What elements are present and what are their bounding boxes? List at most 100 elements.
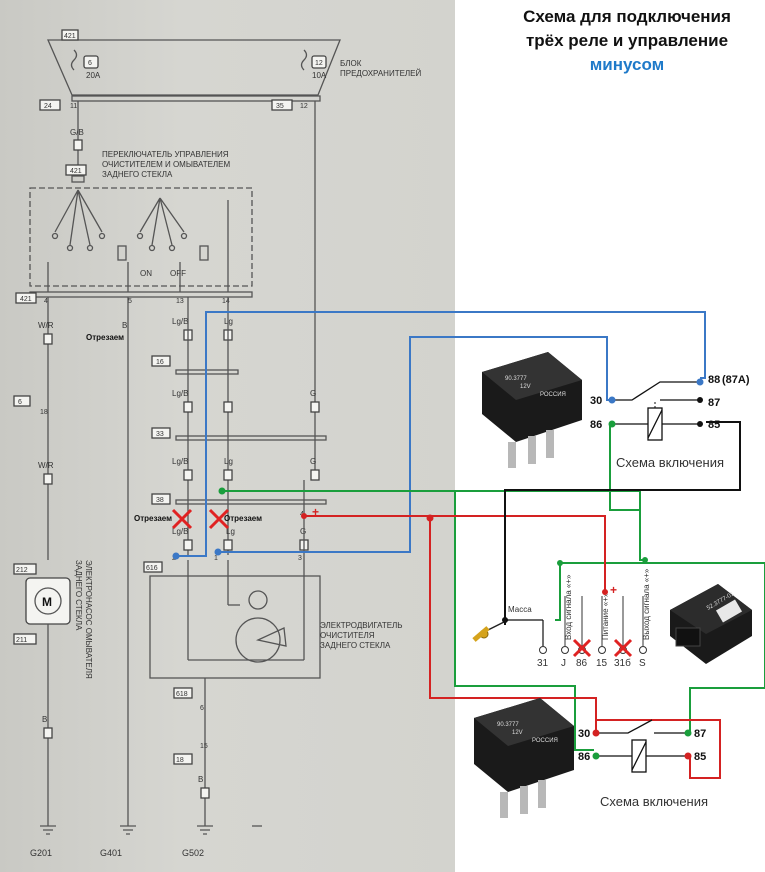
title-block: Схема для подключения трёх реле и управл…	[523, 7, 731, 74]
switch-label-3: ЗАДНЕГО СТЕКЛА	[102, 170, 173, 179]
connector-35: 35	[276, 103, 284, 110]
wire-lgb-label-4: Lg/B	[172, 527, 188, 536]
bottom-relay-photo: 90.3777 12V РОССИЯ	[474, 698, 574, 818]
cut-marks: Отрезаем Отрезаем Отрезаем +	[86, 333, 319, 530]
connector-6: 6	[18, 399, 22, 406]
pin-14: 14	[222, 298, 230, 305]
top-relay-pin88: 88	[708, 374, 720, 386]
module-terminals: 31 J 86 15 31б S Вход сигнала «+» Питани…	[505, 557, 651, 669]
pin-6-motor: 6	[200, 705, 204, 712]
pin-3-motor: 3	[298, 555, 302, 562]
wire-lg-label-2: Lg	[224, 457, 233, 466]
bottom-relay-caption: Схема включения	[600, 794, 708, 809]
fuse-left-rating: 20A	[86, 71, 101, 80]
fuse-block-label-1: БЛОК	[340, 59, 362, 68]
cut-label-3: Отрезаем	[224, 514, 262, 523]
cut-label-2: Отрезаем	[134, 514, 172, 523]
pin-1-motor: 1	[214, 555, 218, 562]
pin-label-input: Вход сигнала «+»	[564, 574, 573, 640]
pump-label-2: ЗАДНЕГО СТЕКЛА	[74, 560, 83, 631]
bottom-relay-model: 90.3777	[497, 722, 519, 728]
wire-gb-label: G/B	[70, 128, 84, 137]
pin-15-motor: 15	[200, 743, 208, 750]
rear-wiper-switch: ПЕРЕКЛЮЧАТЕЛЬ УПРАВЛЕНИЯ ОЧИСТИТЕЛЕМ И О…	[15, 150, 253, 305]
switch-label-1: ПЕРЕКЛЮЧАТЕЛЬ УПРАВЛЕНИЯ	[102, 150, 229, 159]
title-line-3: минусом	[590, 55, 665, 74]
wire-g-label-2: G	[310, 457, 316, 466]
pump-motor-symbol: M	[42, 595, 52, 609]
ground-label: Масса	[508, 605, 532, 614]
black-wires	[504, 421, 741, 625]
wire-lg-label-3: Lg	[226, 527, 235, 536]
pin-5: 5	[128, 298, 132, 305]
bottom-relay-pin30: 30	[578, 728, 590, 740]
wire-lgb-label-1: Lg/B	[172, 317, 188, 326]
control-module: Масса 31 J 86 15 31б S Вход сигнала «+» …	[472, 557, 752, 669]
connector-421-mid: 421	[70, 168, 82, 175]
wire-wr-label: W/R	[38, 321, 54, 330]
fuse-block-label-2: ПРЕДОХРАНИТЕЛЕЙ	[340, 69, 422, 78]
terminal-31b: 31б	[614, 657, 631, 669]
fuse-right-rating: 10A	[312, 71, 327, 80]
switch-label-2: ОЧИСТИТЕЛЕМ И ОМЫВАТЕЛЕМ	[102, 160, 231, 169]
wire-b-label-2: B	[122, 321, 127, 330]
motor-label-2: ОЧИСТИТЕЛЯ	[320, 631, 375, 640]
top-relay-pin86: 86	[590, 419, 602, 431]
connector-38: 38	[156, 497, 164, 504]
terminal-j: J	[561, 658, 566, 669]
top-relay-pin87: 87	[708, 397, 720, 409]
top-relay-pin30: 30	[590, 395, 602, 407]
plus-sign-module: +	[610, 583, 617, 597]
top-relay-voltage: 12V	[520, 384, 531, 390]
pin-13: 13	[176, 298, 184, 305]
connector-616: 616	[146, 565, 158, 572]
pin-12: 12	[300, 103, 308, 110]
connector-18: 18	[176, 757, 184, 764]
pin-11: 11	[70, 103, 77, 110]
terminal-15: 15	[596, 658, 608, 669]
washer-pump-branch: W/R 6 18 W/R 212 M 211 ЭЛЕКТРОНАСОС ОМЫВ…	[13, 297, 93, 858]
wire-b-label-1: B	[42, 715, 47, 724]
fuse-left-number: 6	[88, 60, 92, 67]
pump-label-1: ЭЛЕКТРОНАСОС ОМЫВАТЕЛЯ	[84, 560, 93, 679]
wire-g-label-3: G	[300, 527, 306, 536]
fuse-right-number: 12	[315, 60, 323, 67]
wire-b-label-3: B	[198, 775, 203, 784]
top-relay-schematic: 30 86 88 (87A) 87 85 Схема включения	[590, 374, 750, 470]
top-relay-photo: 90.3777 12V РОССИЯ	[482, 352, 582, 468]
pin-4: 4	[44, 298, 48, 305]
module-photo: 52.3777-01	[670, 584, 752, 664]
connector-421-top: 421	[64, 33, 76, 40]
title-line-2: трёх реле и управление	[526, 31, 728, 50]
connector-24: 24	[44, 103, 52, 110]
ground-g502: G502	[182, 848, 204, 858]
green-wires	[218, 423, 765, 751]
connector-421-bot: 421	[20, 296, 32, 303]
bottom-relay-voltage: 12V	[512, 730, 523, 736]
ground-g401: G401	[100, 848, 122, 858]
connector-212: 212	[16, 567, 28, 574]
top-relay-model: 90.3777	[505, 376, 527, 382]
scan-wires: G/B	[70, 101, 316, 480]
bottom-relay-pin86: 86	[578, 751, 590, 763]
ground-g201: G201	[30, 848, 52, 858]
plus-sign-harness: +	[312, 505, 319, 519]
top-relay-country: РОССИЯ	[540, 392, 566, 398]
title-line-1: Схема для подключения	[523, 7, 731, 26]
wire-wr-label-2: W/R	[38, 461, 54, 470]
wire-lgb-label-3: Lg/B	[172, 457, 188, 466]
top-relay-caption: Схема включения	[616, 455, 724, 470]
pin-label-output: Выход сигнала «+»	[642, 568, 651, 640]
connector-33: 33	[156, 431, 164, 438]
connector-18-left: 18	[40, 409, 48, 416]
bottom-relay-pin85: 85	[694, 751, 706, 763]
motor-label-1: ЭЛЕКТРОДВИГАТЕЛЬ	[320, 621, 403, 630]
bottom-relay-country: РОССИЯ	[532, 738, 558, 744]
cut-label-1: Отрезаем	[86, 333, 124, 342]
rear-wiper-motor: 616 2 1 3 ЭЛЕКТРОДВИГАТЕЛЬ ОЧИСТИТЕЛЯ ЗА…	[143, 555, 403, 858]
bottom-relay-pin87: 87	[694, 728, 706, 740]
top-relay-pin85: 85	[708, 419, 720, 431]
terminal-s: S	[639, 658, 646, 669]
connector-16: 16	[156, 359, 164, 366]
